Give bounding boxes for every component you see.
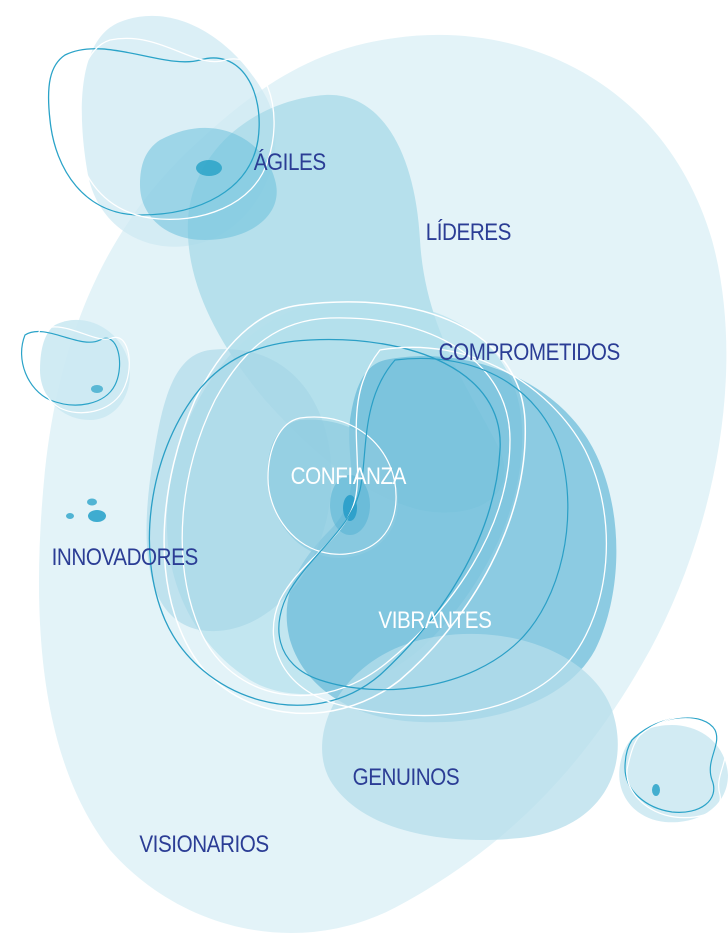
center-outline-ring-teal bbox=[148, 338, 501, 706]
label-genuinos: GENUINOS bbox=[353, 764, 460, 791]
right-bottom-blob-fill bbox=[619, 725, 728, 823]
label-visionarios: VISIONARIOS bbox=[139, 831, 268, 858]
right-bottom-blob-outline-white bbox=[626, 716, 727, 819]
right-bottom-blob-outline-teal bbox=[624, 716, 718, 813]
right-outline-ring-teal bbox=[278, 357, 569, 691]
right-outline-ring bbox=[272, 346, 608, 717]
core-accent-dot bbox=[343, 495, 357, 521]
left-small-accent-dot bbox=[91, 385, 103, 393]
lower-right-pale-blob bbox=[322, 633, 618, 840]
tiny-dot-2 bbox=[87, 498, 97, 506]
top-left-blob-outline-white bbox=[74, 37, 275, 220]
label-innovadores: INNOVADORES bbox=[52, 544, 198, 571]
tiny-dot-3 bbox=[66, 513, 74, 519]
center-outline-ring-2 bbox=[181, 317, 511, 697]
label-lideres: LÍDERES bbox=[426, 219, 511, 246]
label-comprometidos: COMPROMETIDOS bbox=[439, 339, 620, 366]
top-left-accent-dot bbox=[196, 160, 222, 176]
label-vibrantes: VIBRANTES bbox=[378, 607, 491, 634]
center-outline-ring-1 bbox=[163, 301, 526, 715]
left-center-blob bbox=[146, 349, 332, 632]
core-blob bbox=[267, 419, 399, 558]
inner-outline-ring bbox=[267, 416, 397, 555]
label-agiles: ÁGILES bbox=[254, 149, 326, 176]
left-small-blob-outline-white bbox=[32, 326, 130, 414]
right-bottom-accent-dot bbox=[652, 784, 660, 796]
tiny-dot-1 bbox=[88, 510, 106, 522]
top-left-blob-outline-teal bbox=[47, 48, 260, 216]
label-confianza: CONFIANZA bbox=[291, 463, 407, 490]
left-small-blob-outline-teal bbox=[21, 330, 121, 406]
